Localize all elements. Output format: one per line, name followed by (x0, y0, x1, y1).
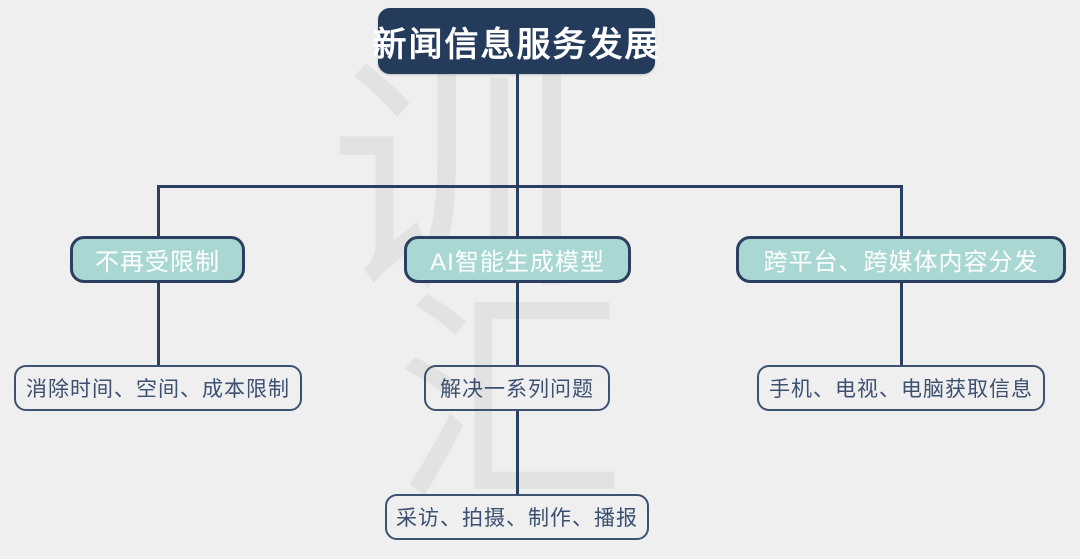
connector-branch-bar (157, 185, 903, 188)
node-branch-2-child-2-label: 采访、拍摄、制作、播报 (396, 507, 638, 530)
node-branch-2-child-1[interactable]: 解决一系列问题 (424, 365, 610, 411)
node-branch-3-label: 跨平台、跨媒体内容分发 (763, 249, 1039, 276)
node-branch-1-label: 不再受限制 (95, 249, 220, 276)
node-branch-2-child-1-label: 解决一系列问题 (440, 378, 594, 401)
node-branch-3[interactable]: 跨平台、跨媒体内容分发 (736, 236, 1066, 283)
node-branch-3-child-1-label: 手机、电视、电脑获取信息 (769, 378, 1033, 401)
connector-root-stem (516, 74, 519, 186)
connector-branch-1-to-child-1 (157, 283, 160, 365)
node-branch-1-child-1[interactable]: 消除时间、空间、成本限制 (14, 365, 302, 411)
connector-drop-branch-2 (516, 185, 519, 237)
connector-drop-branch-1 (157, 185, 160, 237)
node-root-label: 新闻信息服务发展 (372, 25, 661, 64)
node-branch-2-label: AI智能生成模型 (430, 249, 605, 276)
node-branch-1[interactable]: 不再受限制 (70, 236, 245, 283)
node-branch-2[interactable]: AI智能生成模型 (404, 236, 631, 283)
node-branch-3-child-1[interactable]: 手机、电视、电脑获取信息 (757, 365, 1045, 411)
connector-branch-2-to-child-1 (516, 283, 519, 365)
node-root[interactable]: 新闻信息服务发展 (373, 8, 659, 74)
connector-branch-3-to-child-1 (900, 283, 903, 365)
node-branch-1-child-1-label: 消除时间、空间、成本限制 (26, 378, 290, 401)
connector-drop-branch-3 (900, 185, 903, 237)
connector-branch-2-child-1-to-child-2 (516, 411, 519, 494)
node-branch-2-child-2[interactable]: 采访、拍摄、制作、播报 (385, 494, 649, 540)
